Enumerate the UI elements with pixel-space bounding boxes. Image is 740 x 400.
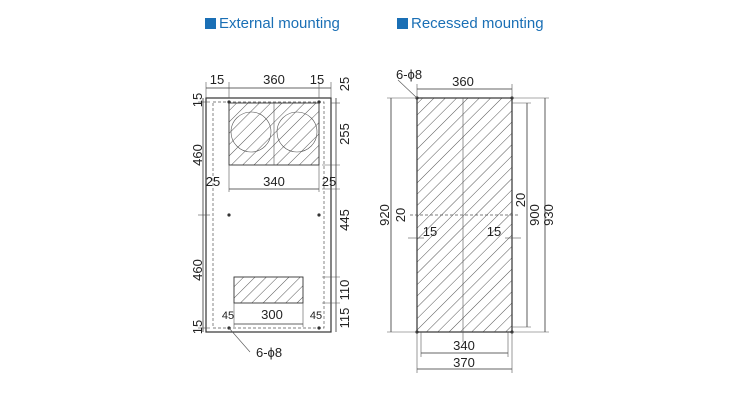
external-bottom-opening — [233, 276, 304, 304]
external-mounting-drawing: 15 360 15 25 255 25 445 110 115 15 460 4… — [190, 72, 352, 360]
ext-bottom-dim-300: 300 — [261, 307, 283, 322]
ext-left-dim-15-bottom: 15 — [190, 320, 205, 334]
rec-right-dim-900: 900 — [527, 204, 542, 226]
rec-right-dim-20: 20 — [513, 193, 528, 207]
rec-bottom-dim-340: 340 — [453, 338, 475, 353]
ext-left-dim-460-bottom: 460 — [190, 259, 205, 281]
rec-top-dim: 360 — [452, 74, 474, 89]
ext-top-dim-right: 15 — [310, 72, 324, 87]
rec-right-dim-930: 930 — [541, 204, 556, 226]
square-bullet-icon — [205, 18, 216, 29]
fan-circle-left — [230, 111, 272, 153]
ext-right-dim-115: 115 — [337, 308, 352, 329]
ext-mid-dim-25: 25 — [206, 174, 220, 189]
ext-bottom-dim-45-left: 45 — [222, 310, 234, 322]
ext-right-dim-25-mid: 25 — [322, 174, 336, 189]
ext-hole-label: 6-ϕ8 — [256, 345, 282, 360]
ext-top-dim-center: 360 — [263, 72, 285, 87]
ext-left-dim-15-top: 15 — [190, 93, 205, 107]
heading-recessed-label: Recessed mounting — [411, 15, 544, 32]
rec-left-dim-920: 920 — [377, 204, 392, 226]
ext-bottom-dim-45-right: 45 — [310, 310, 322, 322]
ext-right-dim-445: 445 — [337, 209, 352, 231]
heading-external-mounting: External mounting — [205, 15, 340, 32]
rec-bottom-dim-370: 370 — [453, 355, 475, 370]
external-inner-dashed — [212, 101, 325, 329]
recessed-mounting-drawing: 6-ϕ8 360 920 20 900 930 20 15 15 340 370 — [377, 67, 556, 373]
rec-mid-dim-20: 20 — [393, 208, 408, 222]
rec-mid-dim-15-left: 15 — [423, 224, 437, 239]
ext-left-dim-460-top: 460 — [190, 144, 205, 166]
ext-mid-dim-340: 340 — [263, 174, 285, 189]
ext-top-dim-left: 15 — [210, 72, 224, 87]
rec-hole-label: 6-ϕ8 — [396, 67, 422, 82]
heading-recessed-mounting: Recessed mounting — [397, 15, 544, 32]
rec-mid-dim-15-right: 15 — [487, 224, 501, 239]
fan-circle-right — [276, 111, 318, 153]
external-mounting-holes — [227, 100, 321, 330]
heading-external-label: External mounting — [219, 15, 340, 32]
square-bullet-icon — [397, 18, 408, 29]
ext-right-dim-25-top: 25 — [337, 77, 352, 91]
ext-right-dim-110: 110 — [337, 280, 352, 301]
ext-right-dim-255: 255 — [337, 123, 352, 145]
